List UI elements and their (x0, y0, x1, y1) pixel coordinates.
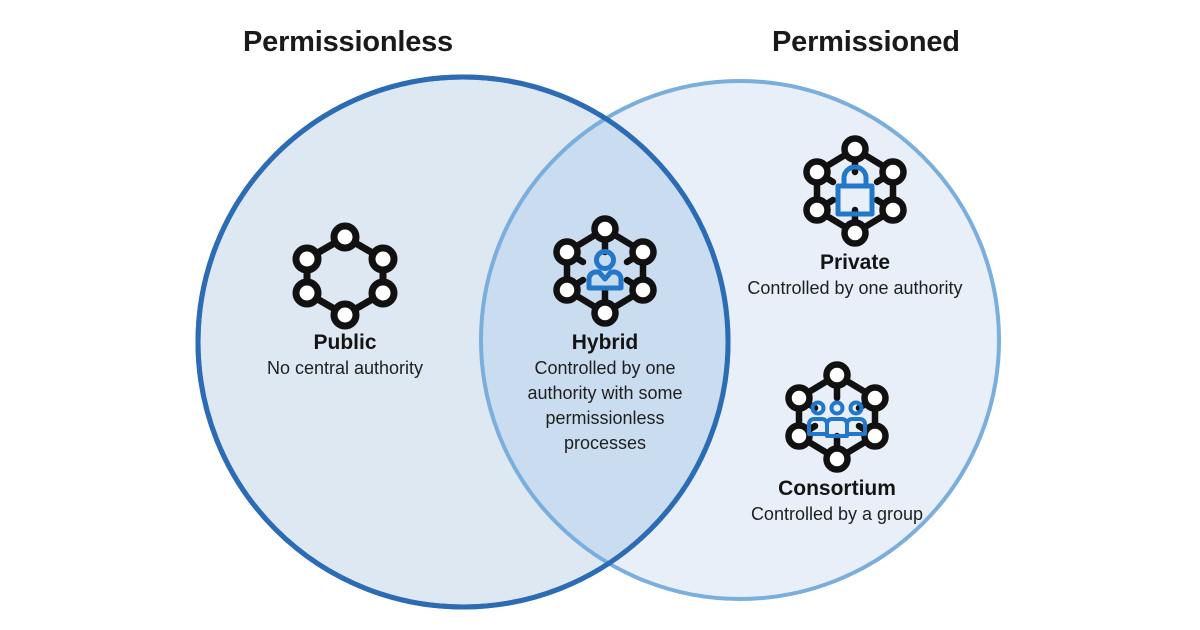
group-consortium-description: Controlled by a group (750, 504, 924, 524)
group-public: Public No central authority (235, 222, 455, 380)
hexagon-ring-icon (292, 222, 398, 330)
category-label-permissioned: Permissioned (772, 26, 960, 58)
group-hybrid: Hybrid Controlled by one authority with … (512, 212, 698, 456)
group-consortium-title: Consortium (778, 477, 896, 500)
hexagon-network-group-icon (785, 361, 889, 473)
overlap-region (479, 79, 728, 601)
permissionless-circle-outline (195, 74, 731, 610)
group-private-description: Controlled by one authority (747, 278, 963, 298)
group-public-title: Public (313, 331, 377, 354)
group-private: Private Controlled by one authority (718, 132, 992, 300)
person-glyph (586, 249, 624, 291)
people-group-glyph (807, 400, 867, 438)
group-hybrid-title: Hybrid (571, 331, 639, 354)
group-consortium: Consortium Controlled by a group (700, 358, 974, 526)
group-public-description: No central authority (266, 358, 424, 378)
hexagon-network-person-icon (553, 215, 657, 327)
group-hybrid-description: Controlled by one authority with some pe… (527, 358, 683, 453)
lock-glyph (835, 164, 875, 217)
group-private-title: Private (819, 251, 891, 274)
hexagon-network-lock-icon (803, 135, 907, 247)
category-label-permissionless: Permissionless (243, 26, 453, 58)
